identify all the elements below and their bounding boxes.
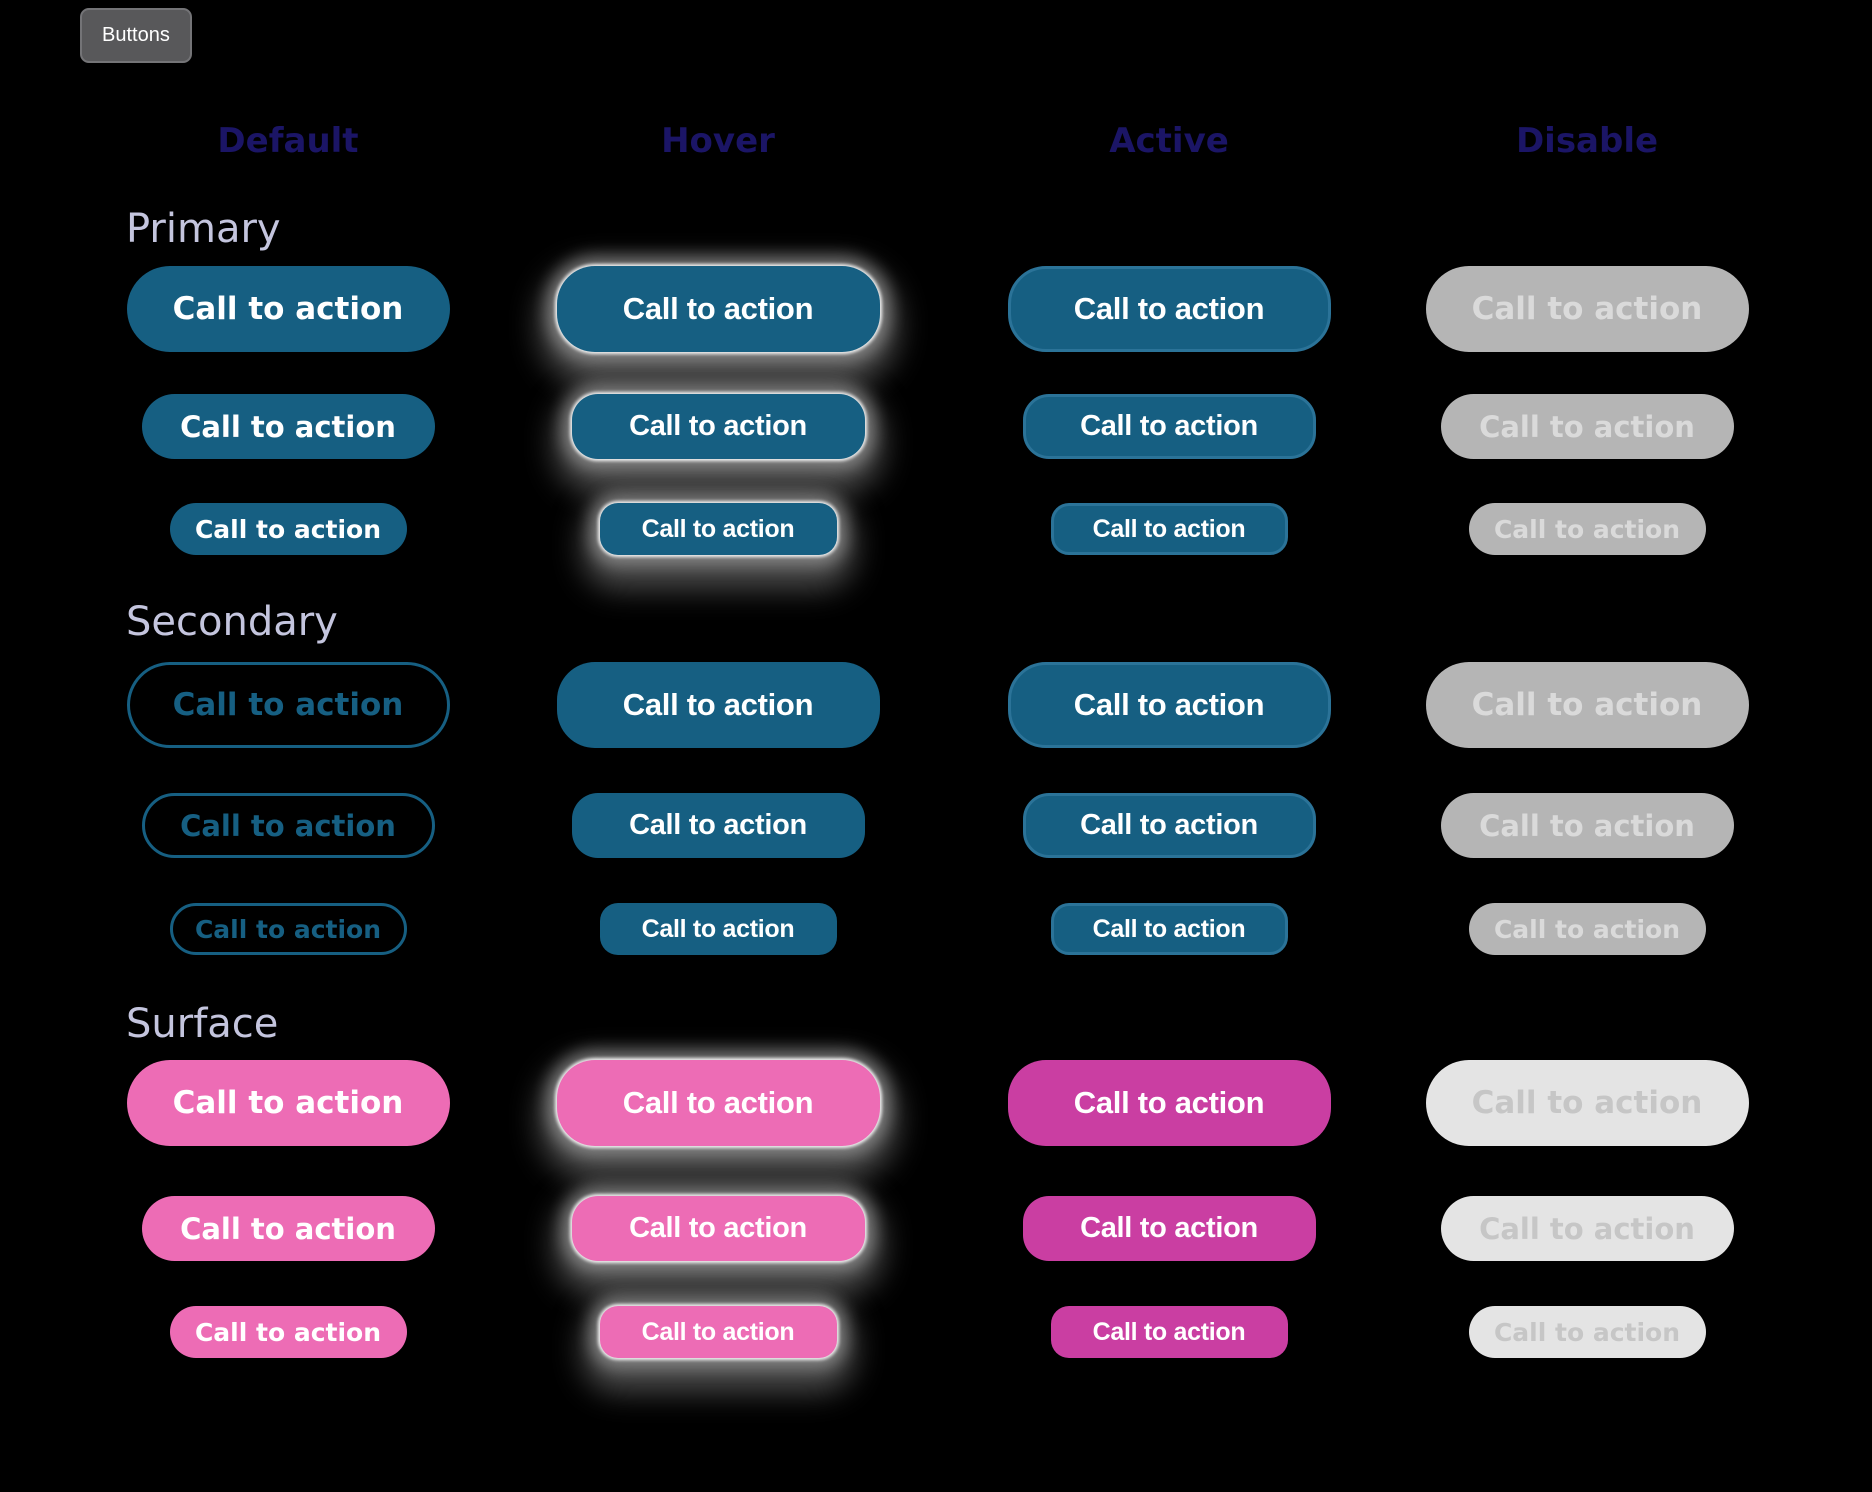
secondary-default-large-button[interactable]: Call to action	[126, 662, 450, 748]
secondary-disable-small-button: Call to action	[1468, 903, 1706, 955]
primary-hover-medium-button[interactable]: Call to action	[571, 394, 865, 459]
surface-disable-medium-button: Call to action	[1440, 1196, 1734, 1261]
column-header-active: Active	[1109, 120, 1229, 161]
surface-default-large-button[interactable]: Call to action	[126, 1060, 450, 1146]
primary-active-large-button[interactable]: Call to action	[1007, 266, 1331, 352]
primary-hover-large-button[interactable]: Call to action	[556, 266, 880, 352]
surface-active-small-button[interactable]: Call to action	[1050, 1306, 1288, 1358]
primary-hover-small-button[interactable]: Call to action	[599, 503, 837, 555]
page-tag-row: Buttons	[80, 8, 1872, 65]
surface-medium-row: Call to action Call to action Call to ac…	[76, 1196, 1872, 1261]
primary-disable-large-button: Call to action	[1425, 266, 1749, 352]
secondary-disable-large-button: Call to action	[1425, 662, 1749, 748]
column-header-hover: Hover	[661, 120, 775, 161]
primary-disable-medium-button: Call to action	[1440, 394, 1734, 459]
secondary-small-row: Call to action Call to action Call to ac…	[76, 903, 1872, 955]
surface-hover-small-button[interactable]: Call to action	[599, 1306, 837, 1358]
primary-default-small-button[interactable]: Call to action	[169, 503, 407, 555]
primary-small-row: Call to action Call to action Call to ac…	[76, 503, 1872, 555]
buttons-tab-label: Buttons	[102, 24, 170, 46]
primary-disable-small-button: Call to action	[1468, 503, 1706, 555]
surface-default-medium-button[interactable]: Call to action	[141, 1196, 435, 1261]
secondary-hover-large-button[interactable]: Call to action	[556, 662, 880, 748]
column-header-disable: Disable	[1515, 120, 1659, 161]
surface-active-large-button[interactable]: Call to action	[1007, 1060, 1331, 1146]
surface-small-row: Call to action Call to action Call to ac…	[76, 1306, 1872, 1358]
secondary-active-small-button[interactable]: Call to action	[1050, 903, 1288, 955]
buttons-tab-chip[interactable]: Buttons	[80, 8, 192, 63]
primary-active-small-button[interactable]: Call to action	[1050, 503, 1288, 555]
surface-disable-large-button: Call to action	[1425, 1060, 1749, 1146]
surface-hover-medium-button[interactable]: Call to action	[571, 1196, 865, 1261]
secondary-active-large-button[interactable]: Call to action	[1007, 662, 1331, 748]
secondary-disable-medium-button: Call to action	[1440, 793, 1734, 858]
section-label-surface: Surface	[126, 1001, 279, 1047]
primary-default-large-button[interactable]: Call to action	[126, 266, 450, 352]
section-label-primary: Primary	[126, 206, 281, 252]
secondary-hover-small-button[interactable]: Call to action	[599, 903, 837, 955]
surface-hover-large-button[interactable]: Call to action	[556, 1060, 880, 1146]
secondary-large-row: Call to action Call to action Call to ac…	[76, 662, 1872, 748]
primary-medium-row: Call to action Call to action Call to ac…	[76, 394, 1872, 459]
secondary-medium-row: Call to action Call to action Call to ac…	[76, 793, 1872, 858]
surface-active-medium-button[interactable]: Call to action	[1022, 1196, 1316, 1261]
surface-default-small-button[interactable]: Call to action	[169, 1306, 407, 1358]
surface-disable-small-button: Call to action	[1468, 1306, 1706, 1358]
primary-large-row: Call to action Call to action Call to ac…	[76, 266, 1872, 352]
primary-active-medium-button[interactable]: Call to action	[1022, 394, 1316, 459]
secondary-active-medium-button[interactable]: Call to action	[1022, 793, 1316, 858]
secondary-default-medium-button[interactable]: Call to action	[141, 793, 435, 858]
column-header-default: Default	[217, 120, 359, 161]
secondary-hover-medium-button[interactable]: Call to action	[571, 793, 865, 858]
secondary-default-small-button[interactable]: Call to action	[169, 903, 407, 955]
section-label-secondary: Secondary	[126, 599, 338, 645]
surface-large-row: Call to action Call to action Call to ac…	[76, 1060, 1872, 1146]
primary-default-medium-button[interactable]: Call to action	[141, 394, 435, 459]
state-column-headers: Default Hover Active Disable	[76, 120, 1872, 161]
